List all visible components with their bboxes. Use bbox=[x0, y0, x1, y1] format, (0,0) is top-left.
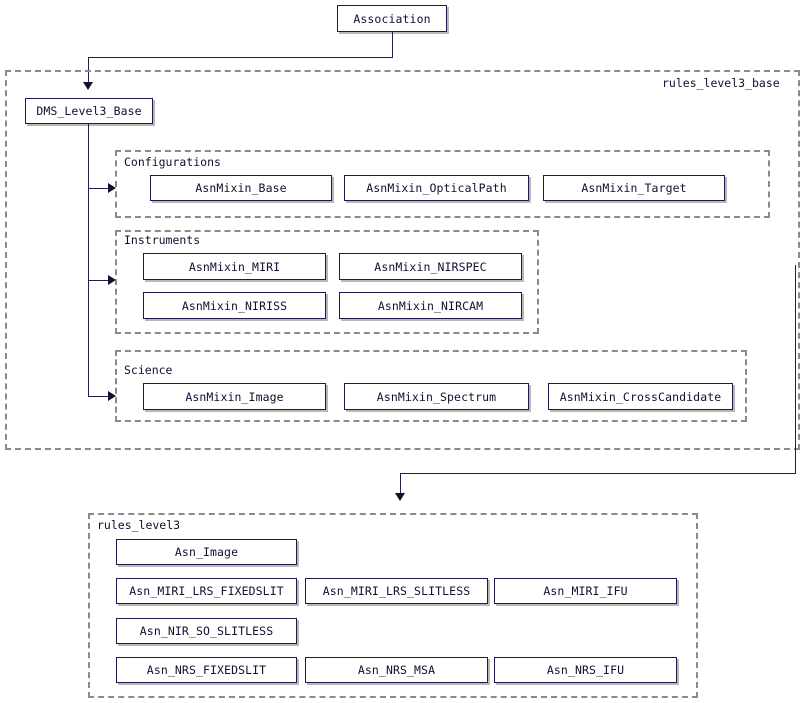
node-asn-nrs-ifu[interactable]: Asn_NRS_IFU bbox=[494, 657, 677, 683]
package-label-rules-level3: rules_level3 bbox=[95, 518, 183, 532]
group-label-instruments: Instruments bbox=[122, 233, 203, 247]
node-asnmixin-nirspec[interactable]: AsnMixin_NIRSPEC bbox=[339, 253, 522, 280]
node-asnmixin-target[interactable]: AsnMixin_Target bbox=[543, 175, 725, 201]
group-label-configurations: Configurations bbox=[122, 155, 223, 169]
connector-assoc-across bbox=[88, 57, 393, 58]
node-label: AsnMixin_NIRCAM bbox=[377, 298, 484, 313]
node-label: AsnMixin_Spectrum bbox=[376, 389, 497, 404]
node-asnmixin-crosscandidate[interactable]: AsnMixin_CrossCandidate bbox=[548, 383, 733, 410]
connector-to-level3-down bbox=[400, 473, 401, 495]
node-asnmixin-base[interactable]: AsnMixin_Base bbox=[150, 175, 332, 201]
node-asn-miri-ifu[interactable]: Asn_MIRI_IFU bbox=[494, 578, 677, 604]
connector-right-riser bbox=[795, 265, 796, 473]
connector-assoc-drop bbox=[392, 32, 393, 57]
node-dms-level3-base[interactable]: DMS_Level3_Base bbox=[25, 98, 153, 124]
node-asnmixin-image[interactable]: AsnMixin_Image bbox=[143, 383, 326, 410]
package-rules-level3-base bbox=[5, 70, 800, 450]
connector-branch-science bbox=[88, 396, 110, 397]
node-asnmixin-niriss[interactable]: AsnMixin_NIRISS bbox=[143, 292, 326, 319]
node-label: Association bbox=[353, 11, 431, 26]
group-label-science: Science bbox=[122, 363, 175, 377]
node-label: AsnMixin_Target bbox=[581, 181, 687, 195]
node-label: AsnMixin_CrossCandidate bbox=[559, 389, 722, 404]
arrowhead-to-configurations bbox=[108, 183, 116, 193]
connector-to-level3-across bbox=[400, 473, 796, 474]
arrowhead-to-instruments bbox=[108, 275, 116, 285]
group-science bbox=[115, 350, 747, 422]
node-label: AsnMixin_NIRSPEC bbox=[374, 259, 487, 274]
arrowhead-to-science bbox=[108, 391, 116, 401]
connector-branch-configurations bbox=[88, 188, 110, 189]
node-label: Asn_MIRI_IFU bbox=[543, 584, 628, 598]
node-asn-miri-lrs-fixedslit[interactable]: Asn_MIRI_LRS_FIXEDSLIT bbox=[116, 578, 297, 604]
node-asn-nrs-fixedslit[interactable]: Asn_NRS_FIXEDSLIT bbox=[116, 657, 297, 683]
node-label: DMS_Level3_Base bbox=[36, 104, 142, 118]
node-label: Asn_MIRI_LRS_FIXEDSLIT bbox=[129, 584, 284, 598]
node-asn-image[interactable]: Asn_Image bbox=[116, 539, 297, 565]
node-asn-nir-so-slitless[interactable]: Asn_NIR_SO_SLITLESS bbox=[116, 618, 297, 644]
node-asnmixin-nircam[interactable]: AsnMixin_NIRCAM bbox=[339, 292, 522, 319]
node-label: AsnMixin_Base bbox=[195, 181, 287, 195]
node-label: Asn_NRS_IFU bbox=[546, 663, 625, 677]
node-label: AsnMixin_MIRI bbox=[188, 259, 281, 274]
node-association[interactable]: Association bbox=[337, 5, 447, 32]
node-asn-nrs-msa[interactable]: Asn_NRS_MSA bbox=[305, 657, 488, 683]
group-instruments bbox=[115, 230, 539, 334]
node-label: AsnMixin_OpticalPath bbox=[366, 181, 507, 195]
arrowhead-to-dms-base bbox=[83, 82, 93, 90]
node-label: Asn_NRS_MSA bbox=[357, 663, 436, 677]
node-asnmixin-opticalpath[interactable]: AsnMixin_OpticalPath bbox=[344, 175, 529, 201]
node-asn-miri-lrs-slitless[interactable]: Asn_MIRI_LRS_SLITLESS bbox=[305, 578, 488, 604]
node-label: AsnMixin_NIRISS bbox=[181, 298, 288, 313]
package-label-rules-level3-base: rules_level3_base bbox=[660, 76, 782, 90]
arrowhead-to-rules-level3 bbox=[395, 493, 405, 501]
connector-base-spine bbox=[88, 124, 89, 396]
node-asnmixin-miri[interactable]: AsnMixin_MIRI bbox=[143, 253, 326, 280]
connector-branch-instruments bbox=[88, 280, 110, 281]
node-label: Asn_NRS_FIXEDSLIT bbox=[146, 663, 267, 677]
node-label: Asn_MIRI_LRS_SLITLESS bbox=[322, 584, 471, 598]
group-configurations bbox=[115, 150, 770, 218]
node-label: Asn_NIR_SO_SLITLESS bbox=[139, 624, 274, 638]
node-asnmixin-spectrum[interactable]: AsnMixin_Spectrum bbox=[344, 383, 529, 410]
package-rules-level3 bbox=[88, 513, 698, 698]
node-label: Asn_Image bbox=[174, 545, 239, 559]
node-label: AsnMixin_Image bbox=[185, 389, 284, 404]
